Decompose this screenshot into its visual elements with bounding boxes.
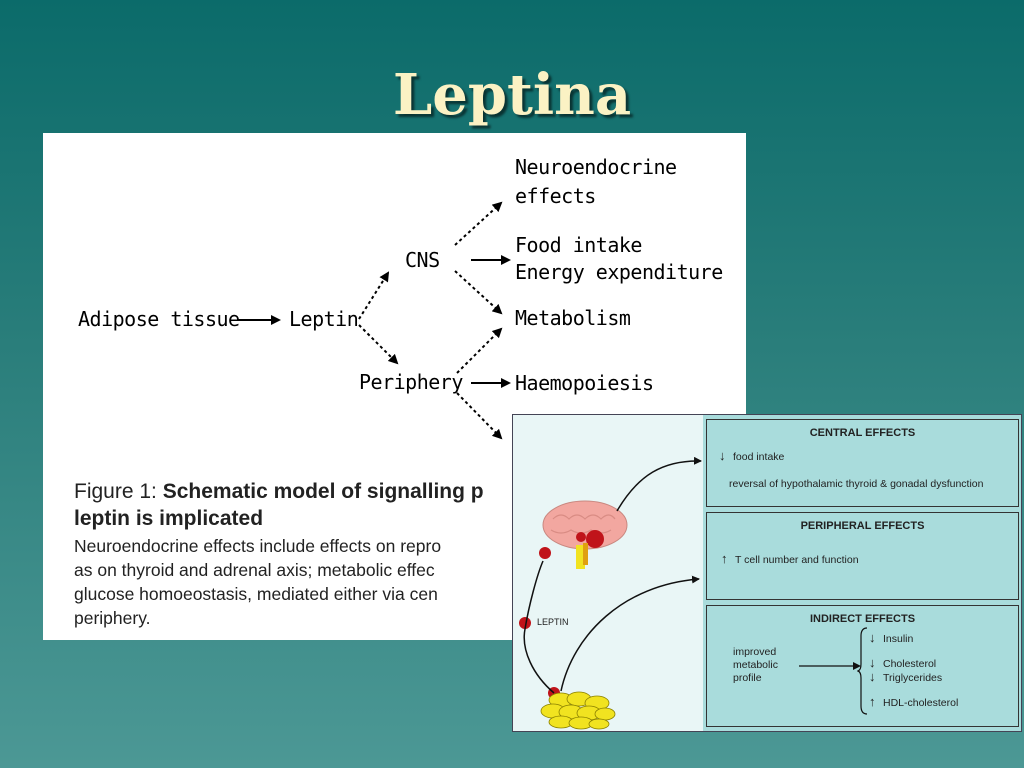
caption-line: periphery. <box>74 608 151 628</box>
down-arrow-icon: ↓ <box>719 448 726 463</box>
illustration-pane <box>513 415 703 731</box>
leptin-to-cns-arrow <box>358 271 390 320</box>
improved-metabolic-profile: improved metabolic profile <box>733 646 778 685</box>
central-effect-row: ↓ food intake <box>719 448 784 463</box>
caption-line: Neuroendocrine effects include effects o… <box>74 536 442 556</box>
leptin-to-periphery-arrow <box>358 324 399 365</box>
down-arrow-icon: ↓ <box>869 655 876 670</box>
peripheral-effects-panel: PERIPHERAL EFFECTS ↑ T cell number and fu… <box>706 512 1019 600</box>
haemopoiesis-label: Haemopoiesis <box>515 371 654 395</box>
central-effect-text: food intake <box>733 451 785 463</box>
central-effects-title: CENTRAL EFFECTS <box>809 427 916 439</box>
peripheral-effect-row: ↑ T cell number and function <box>721 551 859 566</box>
energy-expenditure-label: Energy expenditure <box>515 260 723 284</box>
arrow-to-central-effects <box>616 456 702 512</box>
figure-caption: Figure 1: Schematic model of signalling … <box>74 478 714 630</box>
leptin-circulation-path <box>523 560 555 694</box>
central-effect-row: reversal of hypothalamic thyroid & gonad… <box>729 478 983 490</box>
slide-title: Leptina <box>392 62 632 128</box>
caption-title-part1: Schematic model of signalling p <box>162 480 484 503</box>
brace-icon <box>857 627 868 715</box>
down-arrow-icon: ↓ <box>869 630 876 645</box>
profile-line: metabolic <box>733 659 778 671</box>
leptin-dot <box>539 547 551 559</box>
cns-to-metabolism-arrow <box>454 270 503 315</box>
food-intake-label: Food intake <box>515 233 642 257</box>
brain-icon <box>542 500 628 569</box>
peripheral-effect-text: T cell number and function <box>735 554 859 566</box>
caption-title: Figure 1: Schematic model of signalling … <box>74 478 714 532</box>
indirect-effect-text: Triglycerides <box>883 672 943 684</box>
caption-line: as on thyroid and adrenal axis; metaboli… <box>74 560 435 580</box>
periphery-to-metabolism-arrow <box>456 327 503 374</box>
indirect-effect-text: HDL-cholesterol <box>883 697 959 709</box>
up-arrow-icon: ↑ <box>721 551 728 566</box>
cns-to-neuroendocrine-arrow <box>454 201 503 246</box>
effects-label: effects <box>515 184 596 208</box>
periphery-to-hidden-target-arrow <box>456 392 503 440</box>
caption-title-part2: leptin is implicated <box>74 507 264 530</box>
arrow-to-peripheral-effects <box>560 575 700 692</box>
signalling-schematic-figure: Adipose tissue Leptin CNS Periphery Neur… <box>43 133 746 640</box>
profile-arrow-icon <box>799 662 861 670</box>
indirect-effect-text: Cholesterol <box>883 658 937 670</box>
leptin-label: Leptin <box>289 307 358 331</box>
neuroendocrine-label: Neuroendocrine <box>515 155 677 179</box>
indirect-effect-row: ↓ Cholesterol <box>869 655 936 670</box>
indirect-effects-panel: INDIRECT EFFECTS improved metabolic prof… <box>706 605 1019 727</box>
signalling-diagram: Adipose tissue Leptin CNS Periphery Neur… <box>78 155 723 440</box>
indirect-effects-title: INDIRECT EFFECTS <box>809 613 916 625</box>
caption-line: glucose homoeostasis, mediated either vi… <box>74 584 438 604</box>
indirect-effect-row: ↓ Insulin <box>869 630 913 645</box>
profile-line: profile <box>733 672 762 684</box>
central-effect-text: reversal of hypothalamic thyroid & gonad… <box>729 478 984 490</box>
profile-line: improved <box>733 646 777 658</box>
caption-body: Neuroendocrine effects include effects o… <box>74 534 714 630</box>
indirect-effect-row: ↑ HDL-cholesterol <box>869 694 958 709</box>
central-effects-panel: CENTRAL EFFECTS ↓ food intake reversal of… <box>706 419 1019 507</box>
adipose-tissue-label: Adipose tissue <box>78 307 240 331</box>
leptin-illustration <box>519 456 702 730</box>
cns-label: CNS <box>405 248 440 272</box>
leptin-text-label: LEPTIN <box>537 617 569 627</box>
indirect-effect-text: Insulin <box>883 633 914 645</box>
up-arrow-icon: ↑ <box>869 694 876 709</box>
metabolism-label: Metabolism <box>515 306 631 330</box>
indirect-effect-row: ↓ Triglycerides <box>869 669 942 684</box>
leptin-dot <box>519 617 531 629</box>
periphery-label: Periphery <box>359 370 463 394</box>
fat-cells-icon <box>540 691 616 730</box>
peripheral-effects-title: PERIPHERAL EFFECTS <box>800 520 925 532</box>
down-arrow-icon: ↓ <box>869 669 876 684</box>
caption-figure-label: Figure 1: <box>74 480 157 503</box>
leptin-effects-figure: LEPTIN CENTRAL EFFECTS ↓ food intake reve… <box>512 414 1022 732</box>
